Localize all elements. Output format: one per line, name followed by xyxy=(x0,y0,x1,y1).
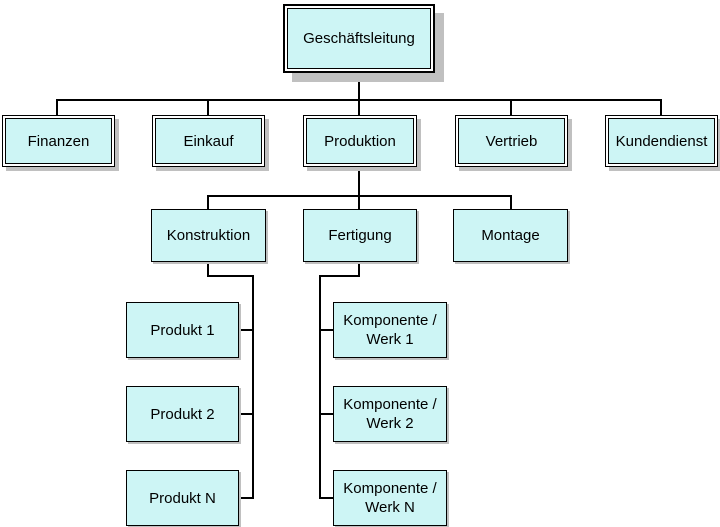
connector-stub-produkt-1 xyxy=(238,329,252,331)
node-finanzen-face: Finanzen xyxy=(5,118,112,164)
connector-stub-montage xyxy=(510,196,512,209)
node-label-line2: Werk 2 xyxy=(366,415,414,432)
connector-fertigung-elbow xyxy=(319,275,360,277)
node-produktion-face: Produktion xyxy=(306,118,414,164)
node-label: Produkt 2 xyxy=(150,405,215,423)
node-geschaeftsleitung: Geschäftsleitung xyxy=(283,4,435,73)
node-geschaeftsleitung-face: Geschäftsleitung xyxy=(287,8,431,69)
node-label-line2: Werk 1 xyxy=(366,331,414,348)
connector-stub-vertrieb xyxy=(510,100,512,115)
node-produkt-1: Produkt 1 xyxy=(126,302,239,358)
connector-stub-einkauf xyxy=(207,100,209,115)
connector-stub-komponente-1 xyxy=(320,329,334,331)
node-label-line1: Komponente / xyxy=(343,396,437,413)
node-produktion: Produktion xyxy=(303,115,417,167)
node-label: Produkt N xyxy=(149,489,216,507)
connector-components-rail xyxy=(319,275,321,499)
node-label: Finanzen xyxy=(27,132,90,150)
connector-fertigung-drop xyxy=(358,261,360,277)
node-komponente-werk-2: Komponente / Werk 2 xyxy=(333,386,447,442)
connector-konstruktion-elbow xyxy=(207,275,254,277)
connector-root-drop xyxy=(358,72,360,115)
connector-departments-rail xyxy=(56,99,662,101)
connector-stub-produkt-2 xyxy=(238,413,252,415)
node-fertigung: Fertigung xyxy=(303,209,417,262)
connector-stub-komponente-n xyxy=(320,497,334,499)
node-konstruktion: Konstruktion xyxy=(151,209,266,262)
node-label: Einkauf xyxy=(183,132,234,150)
node-kundendienst: Kundendienst xyxy=(605,115,718,167)
node-kundendienst-face: Kundendienst xyxy=(608,118,715,164)
connector-konstruktion-drop xyxy=(207,261,209,277)
node-label: Geschäftsleitung xyxy=(303,30,415,47)
node-label: Produktion xyxy=(324,132,396,150)
node-label-two-line: Komponente / Werk 2 xyxy=(343,395,436,433)
connector-stub-konstruktion xyxy=(207,196,209,209)
connector-products-rail xyxy=(252,275,254,499)
node-komponente-werk-n: Komponente / Werk N xyxy=(333,470,447,526)
node-label: Fertigung xyxy=(328,227,392,244)
connector-stub-komponente-2 xyxy=(320,413,334,415)
node-label-two-line: Komponente / Werk 1 xyxy=(343,311,436,349)
connector-stub-produkt-n xyxy=(238,497,252,499)
connector-stub-finanzen xyxy=(56,100,58,115)
node-label: Konstruktion xyxy=(166,227,251,244)
node-label-line1: Komponente / xyxy=(343,312,437,329)
node-label: Produkt 1 xyxy=(150,321,215,339)
node-einkauf: Einkauf xyxy=(152,115,265,167)
node-label: Montage xyxy=(481,227,540,244)
node-label: Vertrieb xyxy=(485,132,538,150)
node-einkauf-face: Einkauf xyxy=(155,118,262,164)
node-label: Kundendienst xyxy=(615,132,708,150)
connector-stub-fertigung xyxy=(358,196,360,209)
node-komponente-werk-1: Komponente / Werk 1 xyxy=(333,302,447,358)
connector-produktion-drop xyxy=(358,166,360,196)
node-produkt-n: Produkt N xyxy=(126,470,239,526)
connector-stub-kundendienst xyxy=(660,100,662,115)
node-produkt-2: Produkt 2 xyxy=(126,386,239,442)
node-label-line1: Komponente / xyxy=(343,480,437,497)
node-label-line2: Werk N xyxy=(365,499,415,516)
node-finanzen: Finanzen xyxy=(2,115,115,167)
node-vertrieb-face: Vertrieb xyxy=(458,118,565,164)
node-vertrieb: Vertrieb xyxy=(455,115,568,167)
node-label-two-line: Komponente / Werk N xyxy=(343,479,436,517)
node-montage: Montage xyxy=(453,209,568,262)
